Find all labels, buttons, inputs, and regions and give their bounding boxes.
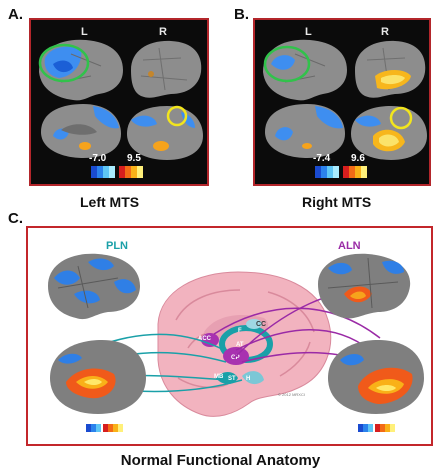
panel-b-caption: Right MTS	[302, 194, 372, 210]
pln-medial-brain	[50, 340, 146, 414]
panel-b-right-hemisphere-label: R	[381, 26, 389, 38]
panel-b-medial-left-brain	[265, 104, 345, 158]
pln-color-scale	[86, 424, 123, 432]
panel-a-caption: Left MTS	[80, 194, 140, 210]
panel-c-illustration: CC ACC F AT GP MB ST H © 2012 MRXCI	[48, 253, 424, 432]
panel-b-lateral-right-brain	[355, 40, 426, 98]
center-label-f: F	[238, 328, 242, 334]
center-label-st: ST	[228, 376, 236, 382]
panel-a-lateral-left-brain	[39, 39, 123, 101]
footer-title: Normal Functional Anatomy	[120, 452, 321, 469]
panel-a-brain-renders	[38, 39, 203, 178]
panel-a-brain-views: L R	[29, 18, 209, 186]
aln-network-label: ALN	[338, 240, 361, 252]
center-label-at: AT	[236, 342, 244, 348]
panel-a-lateral-right-brain	[131, 40, 202, 98]
panel-a-letter: A.	[8, 6, 23, 23]
panel-a-medial-right-brain	[127, 106, 203, 160]
center-label-acc: ACC	[198, 336, 212, 342]
panel-b-green-circle-marker	[263, 45, 311, 83]
panel-b-letter: B.	[234, 6, 249, 23]
panel-b-brain-renders	[263, 39, 427, 178]
panel-a-scale-min: -7.0	[89, 153, 107, 164]
aln-lateral-brain	[318, 253, 411, 319]
center-label-mb: MB	[214, 374, 224, 380]
aln-medial-brain	[328, 340, 424, 414]
pln-lateral-brain	[48, 253, 140, 320]
aln-color-scale	[358, 424, 395, 432]
panel-a-scale-max: 9.5	[127, 153, 141, 164]
panel-a-right-hemisphere-label: R	[159, 26, 167, 38]
panel-b-scale-max: 9.6	[351, 153, 365, 164]
pln-network-label: PLN	[106, 240, 128, 252]
panel-a-green-circle-marker	[38, 43, 90, 83]
panel-b-lateral-left-brain	[263, 39, 347, 101]
panel-a-yellow-circle-marker	[166, 105, 188, 127]
panel-b-brain-views: L R	[253, 18, 431, 186]
panel-b-medial-right-brain	[351, 106, 427, 160]
center-label-gp: GP	[231, 355, 240, 361]
panel-a-left-hemisphere-label: L	[81, 26, 88, 38]
panel-a-medial-left-brain	[41, 104, 121, 158]
center-label-h: H	[246, 376, 250, 382]
center-label-cc: CC	[256, 321, 266, 328]
panel-c-network-diagram: PLN ALN CC ACC F AT GP MB ST H © 2012 MR…	[26, 226, 433, 446]
panel-b-yellow-circle-marker	[389, 106, 413, 130]
panel-a-color-scale	[91, 166, 143, 178]
panel-b-color-scale	[315, 166, 367, 178]
panel-c-letter: C.	[8, 210, 23, 227]
panel-b-left-hemisphere-label: L	[305, 26, 312, 38]
copyright-note: © 2012 MRXCI	[278, 392, 305, 397]
panel-b-scale-min: -7.4	[313, 153, 331, 164]
